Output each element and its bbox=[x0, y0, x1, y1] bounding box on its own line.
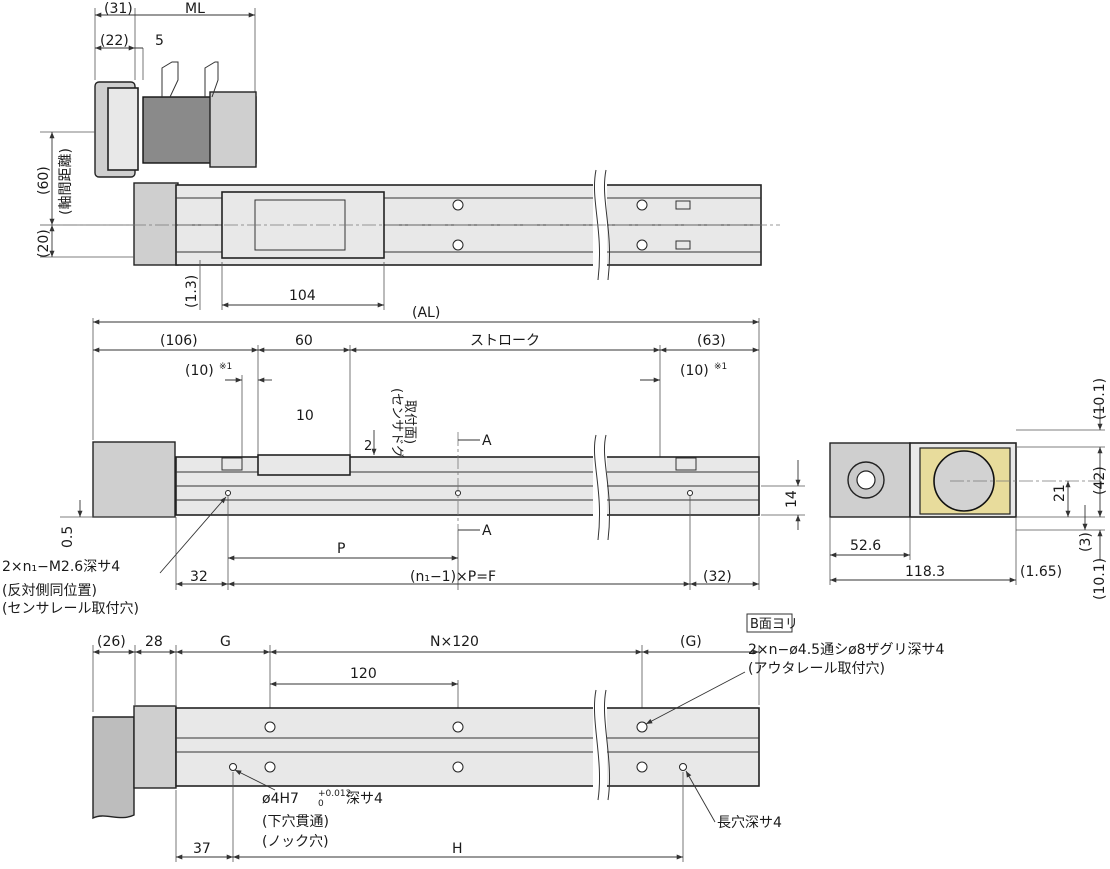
dim-10-1-top: (10.1) bbox=[1092, 378, 1108, 420]
dim-h: H bbox=[452, 841, 463, 857]
pin-note-3: (ノック穴) bbox=[262, 834, 329, 850]
axis-distance-label: (軸間距離) bbox=[57, 148, 74, 215]
section-a-bottom: A bbox=[482, 523, 492, 539]
actuator-body-bottom bbox=[175, 707, 760, 787]
dim-n120: N×120 bbox=[430, 634, 479, 650]
sensor-dog-label-2: 取付面) bbox=[402, 400, 417, 444]
dim-ml: ML bbox=[185, 1, 205, 17]
dim-21: 21 bbox=[1052, 484, 1068, 502]
motor-cable-2 bbox=[204, 61, 219, 98]
pin-tol-upper: +0.012 bbox=[318, 789, 351, 799]
pin-note-main: ø4H7 bbox=[262, 791, 299, 807]
dim-10-1-bottom: (10.1) bbox=[1092, 558, 1108, 600]
slot-note: 長穴深サ4 bbox=[717, 815, 782, 831]
dim-1-65: (1.65) bbox=[1020, 564, 1062, 580]
mount-hole bbox=[452, 199, 464, 211]
motor-encoder bbox=[209, 91, 257, 168]
dim-g-right: (G) bbox=[680, 634, 702, 650]
hole-note-1: 2×n−ø4.5通シø8ザグリ深サ4 bbox=[748, 642, 945, 658]
top-view bbox=[40, 8, 780, 310]
section-a-top: A bbox=[482, 433, 492, 449]
pin-tol-lower: 0 bbox=[318, 799, 324, 809]
dim-32-left: 32 bbox=[190, 569, 208, 585]
end-block-bottom bbox=[133, 705, 177, 789]
dim-5: 5 bbox=[155, 33, 164, 49]
hole-note-2: (アウタレール取付穴) bbox=[748, 661, 885, 677]
end-block-top bbox=[133, 182, 179, 266]
dim-26: (26) bbox=[97, 634, 126, 650]
dim-63: (63) bbox=[697, 333, 726, 349]
dim-106: (106) bbox=[160, 333, 198, 349]
dim-37: 37 bbox=[193, 841, 211, 857]
dim-60-axis: (60) bbox=[36, 166, 52, 195]
dim-32-right: (32) bbox=[703, 569, 732, 585]
dim-3: (3) bbox=[1078, 532, 1094, 552]
slider-front bbox=[257, 454, 351, 476]
dim-60: 60 bbox=[295, 333, 313, 349]
dim-p: P bbox=[337, 541, 345, 557]
dim-20: (20) bbox=[36, 229, 52, 258]
coupling-flange bbox=[107, 87, 139, 171]
dim-0-5: 0.5 bbox=[60, 526, 76, 548]
dim-10-right: (10) bbox=[680, 363, 709, 379]
dim-120: 120 bbox=[350, 666, 377, 682]
motor-cable-1 bbox=[161, 61, 179, 98]
dim-al: (AL) bbox=[412, 305, 440, 321]
tap-note-1: 2×n₁−M2.6深サ4 bbox=[2, 559, 120, 575]
bottom-view bbox=[92, 613, 793, 862]
tap-note-2: (反対側同位置) bbox=[2, 583, 97, 599]
b-face-box bbox=[746, 613, 793, 633]
section-view bbox=[829, 405, 1105, 585]
section-left-block bbox=[829, 442, 911, 518]
dim-31: (31) bbox=[104, 1, 133, 17]
end-block-front bbox=[92, 441, 176, 518]
tap-note-3: (センサレール取付穴) bbox=[2, 601, 139, 617]
dim-52-6: 52.6 bbox=[850, 538, 881, 554]
dim-1-3: (1.3) bbox=[184, 275, 200, 308]
note-mark-right: ※1 bbox=[714, 362, 727, 372]
note-mark-left: ※1 bbox=[219, 362, 232, 372]
dim-10-left: (10) bbox=[185, 363, 214, 379]
dim-42: (42) bbox=[1092, 466, 1108, 495]
mount-hole bbox=[636, 199, 648, 211]
sensor-dog-label-1: (センサドグ bbox=[389, 388, 404, 458]
motor-bottom bbox=[92, 716, 135, 820]
pin-note-2: (下穴貫通) bbox=[262, 814, 329, 830]
dim-118-3: 118.3 bbox=[905, 564, 945, 580]
dim-104: 104 bbox=[289, 288, 316, 304]
pin-note-depth: 深サ4 bbox=[346, 791, 383, 807]
dim-10-center: 10 bbox=[296, 408, 314, 424]
b-face-label: B面ヨリ bbox=[750, 617, 798, 632]
dim-28: 28 bbox=[145, 634, 163, 650]
mount-hole bbox=[636, 239, 648, 251]
mount-hole bbox=[452, 239, 464, 251]
dim-f: (n₁−1)×P=F bbox=[410, 569, 496, 585]
front-view bbox=[60, 318, 805, 590]
dim-2: 2 bbox=[364, 439, 372, 454]
dim-14: 14 bbox=[784, 490, 800, 508]
stroke-label: ストローク bbox=[470, 333, 540, 349]
dim-22: (22) bbox=[100, 33, 129, 49]
dim-g: G bbox=[220, 634, 231, 650]
